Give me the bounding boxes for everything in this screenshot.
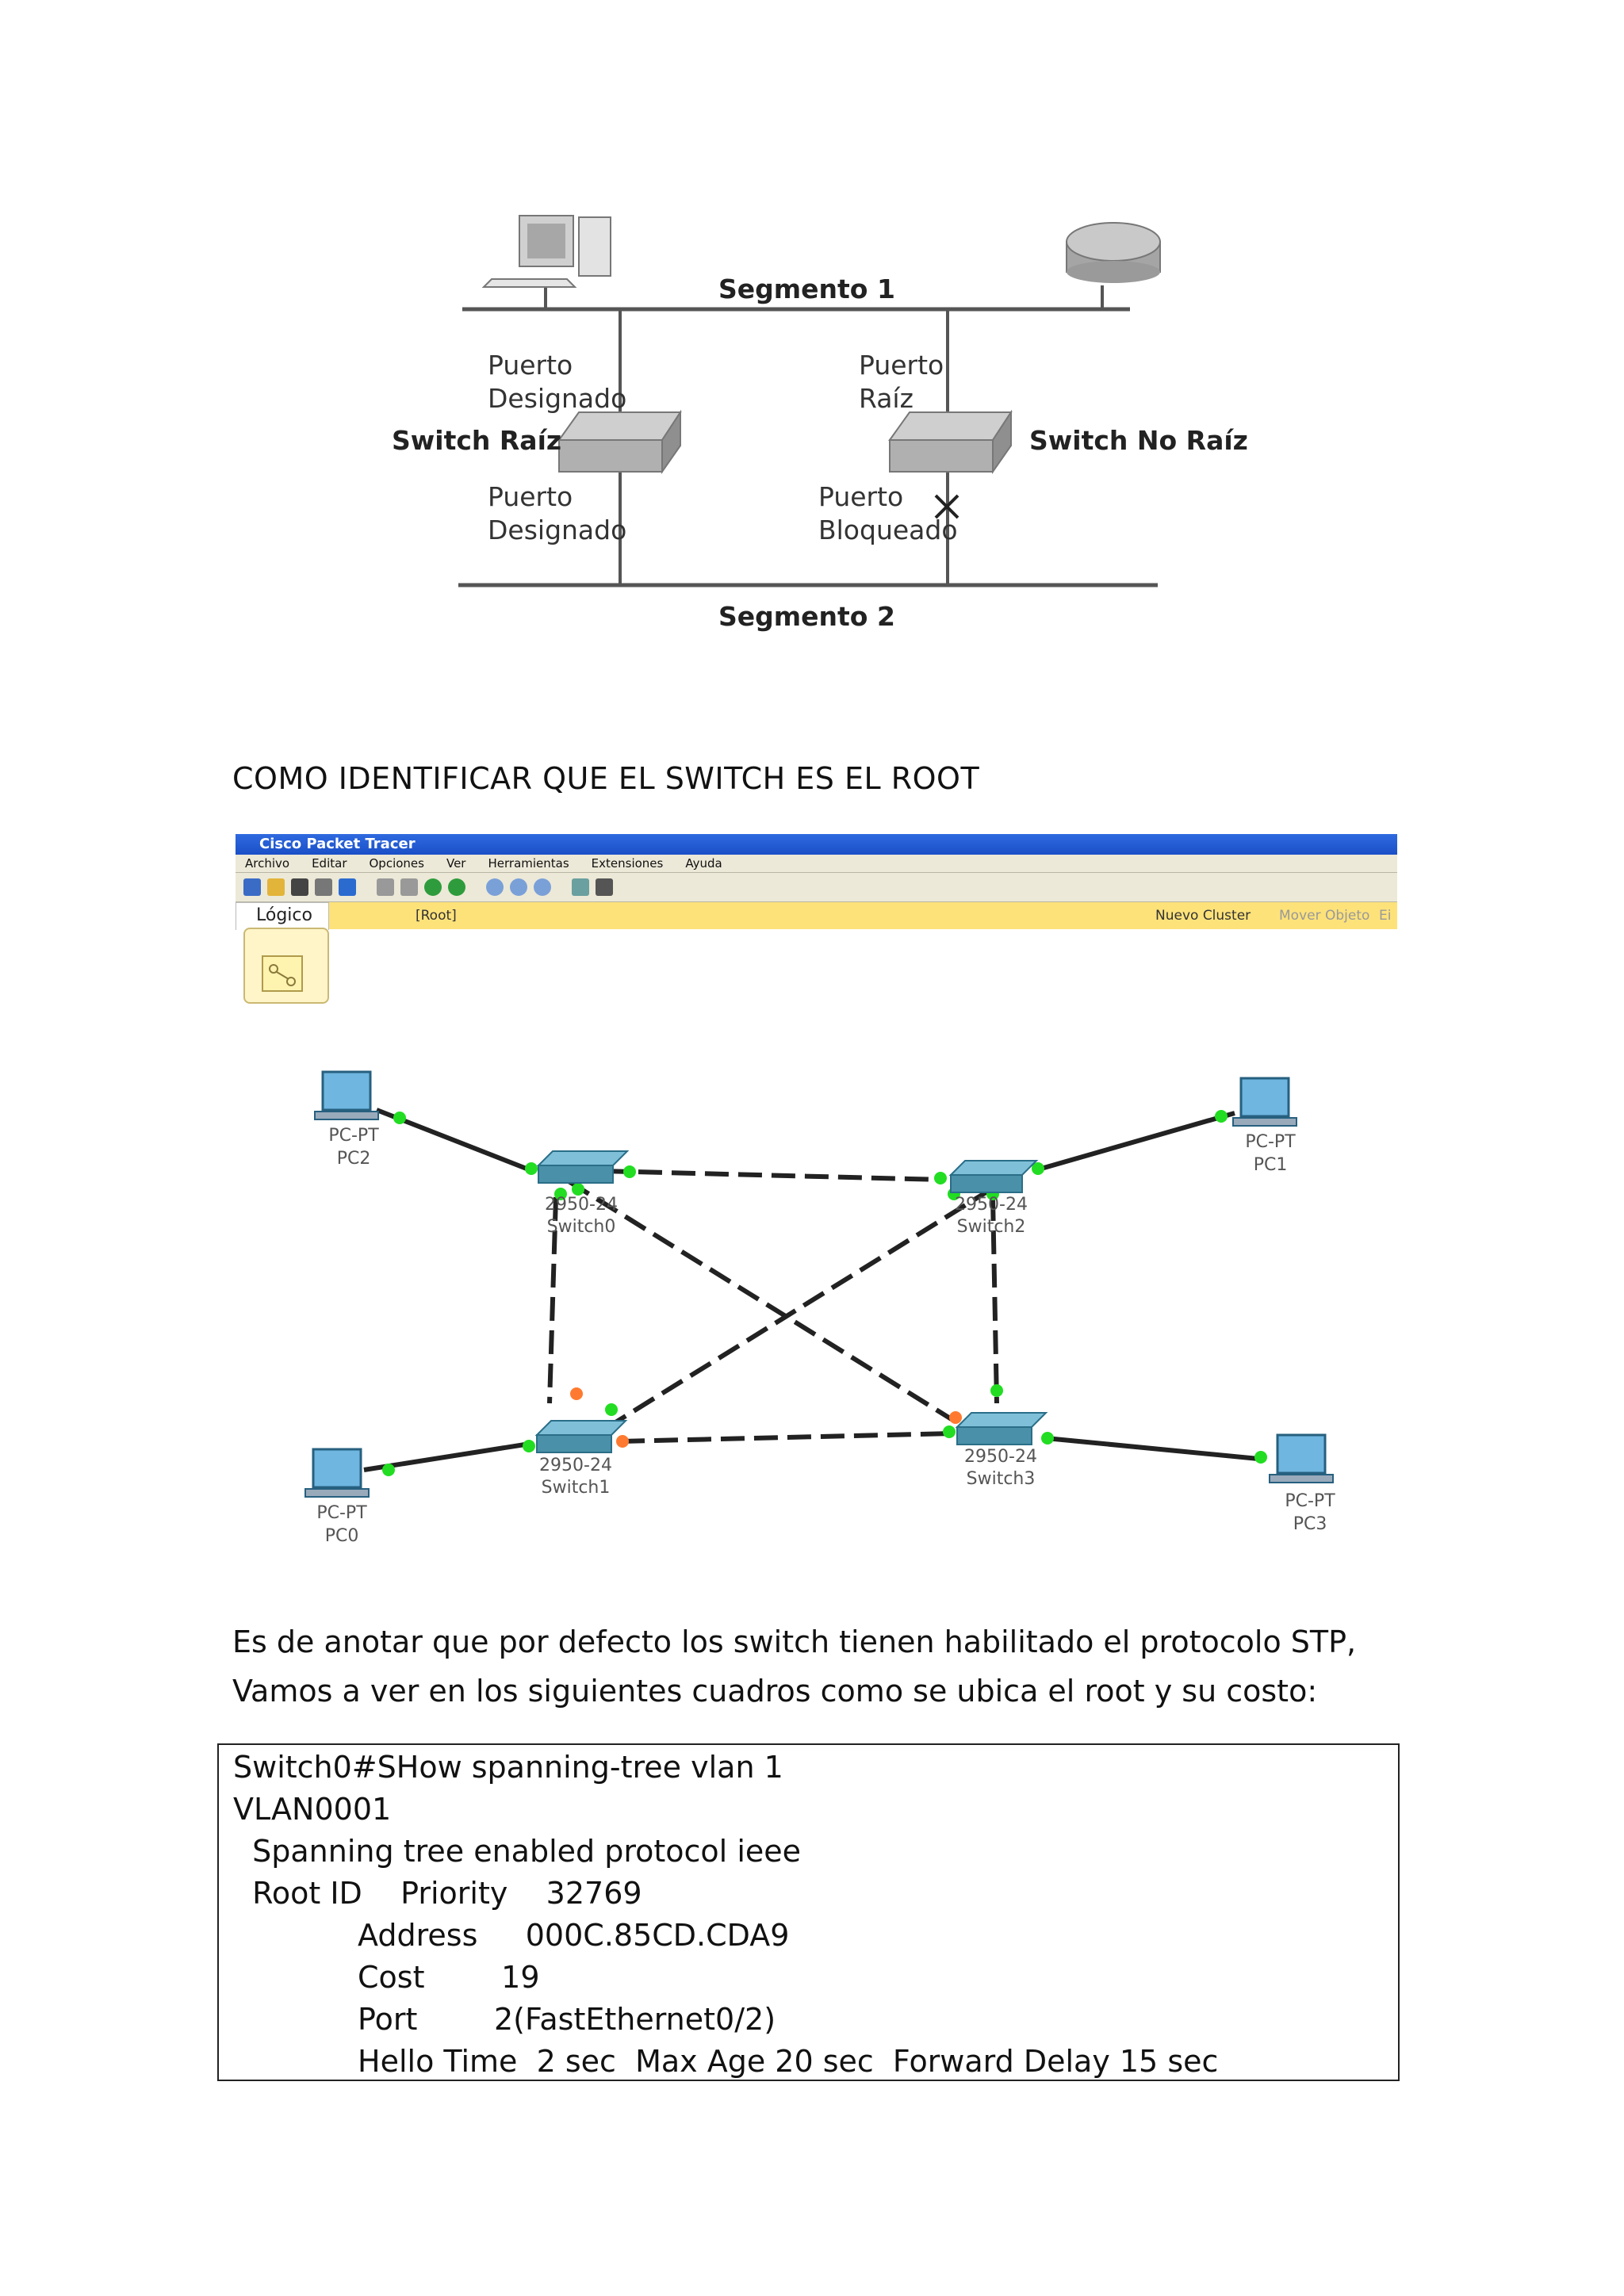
switch1-name-label: Switch1 [542, 1478, 611, 1498]
menu-ver[interactable]: Ver [446, 856, 466, 871]
cli-line: Cost 19 [233, 1960, 540, 1995]
segment-1-label: Segmento 1 [718, 274, 895, 304]
switch0-icon[interactable] [536, 1150, 630, 1184]
custom-device-icon[interactable] [596, 878, 613, 896]
pc2-icon[interactable] [314, 1070, 379, 1120]
packet-tracer-window: Cisco Packet Tracer Archivo Editar Opcio… [236, 834, 1397, 1579]
pc3-name-label: PC3 [1293, 1514, 1327, 1534]
zoom-out-icon[interactable] [534, 878, 551, 896]
body-paragraph: Es de anotar que por defecto los switch … [232, 1624, 1357, 1709]
toolbar [236, 873, 1397, 902]
switch2-icon[interactable] [948, 1160, 1039, 1193]
switch3-icon[interactable] [955, 1412, 1048, 1445]
pc1-type-label: PC-PT [1245, 1132, 1296, 1152]
paste-icon[interactable] [400, 878, 418, 896]
switch2-type-label: 2950-24 [955, 1195, 1028, 1215]
zoom-reset-icon[interactable] [510, 878, 527, 896]
nonroot-switch-icon [888, 409, 1013, 475]
nonroot-bottom-port-label: Puerto Bloqueado [818, 481, 958, 545]
nonroot-switch-label: Switch No Raíz [1029, 425, 1248, 456]
menu-archivo[interactable]: Archivo [245, 856, 290, 871]
switch0-type-label: 2950-24 [545, 1195, 618, 1215]
tab-logico[interactable]: Lógico [256, 905, 312, 925]
topology-canvas: PC-PT PC2 PC-PT PC1 PC-PT PC0 PC-PT PC3 … [304, 1070, 1335, 1546]
pc2-type-label: PC-PT [328, 1126, 379, 1146]
new-cluster-button[interactable]: Nuevo Cluster [1155, 908, 1251, 924]
cli-line: Switch0#SHow spanning-tree vlan 1 [233, 1750, 783, 1785]
pc2-name-label: PC2 [337, 1149, 371, 1169]
stp-diagram: Segmento 1 Segmento 2 Switch Raíz Switch… [0, 0, 1624, 650]
switch3-type-label: 2950-24 [964, 1447, 1037, 1467]
save-icon[interactable] [291, 878, 308, 896]
workspace-bar: Lógico [Root] Nuevo Cluster Mover Objeto… [236, 902, 1397, 930]
cli-line: Address 000C.85CD.CDA9 [233, 1918, 790, 1953]
logical-view-icon[interactable] [243, 928, 329, 1004]
activity-wizard-icon[interactable] [339, 878, 356, 896]
cli-line: Spanning tree enabled protocol ieee [233, 1834, 802, 1869]
nonroot-top-port-label: Puerto Raíz [859, 350, 944, 414]
router-icon [1066, 222, 1161, 283]
cli-output-box: Switch0#SHow spanning-tree vlan 1 VLAN00… [217, 1743, 1400, 2081]
pc-icon [481, 215, 611, 288]
pc0-icon[interactable] [304, 1448, 370, 1498]
pc0-type-label: PC-PT [316, 1503, 367, 1523]
cli-line: VLAN0001 [233, 1792, 392, 1827]
switch3-name-label: Switch3 [967, 1469, 1036, 1489]
menu-opciones[interactable]: Opciones [369, 856, 424, 871]
window-title: Cisco Packet Tracer [236, 834, 1397, 855]
pc0-name-label: PC0 [325, 1526, 359, 1546]
segment-2-label: Segmento 2 [718, 601, 895, 632]
section-heading: COMO IDENTIFICAR QUE EL SWITCH ES EL ROO… [232, 761, 980, 796]
switch0-name-label: Switch0 [547, 1217, 616, 1237]
open-folder-icon[interactable] [267, 878, 285, 896]
root-switch-icon [557, 409, 682, 475]
undo-icon[interactable] [424, 878, 442, 896]
move-object-button[interactable]: Mover Objeto [1279, 908, 1370, 924]
switch1-icon[interactable] [534, 1420, 628, 1453]
switch1-type-label: 2950-24 [539, 1456, 612, 1475]
pc1-icon[interactable] [1232, 1077, 1297, 1127]
cli-line: Hello Time 2 sec Max Age 20 sec Forward … [233, 2044, 1219, 2079]
menu-editar[interactable]: Editar [312, 856, 347, 871]
link-status-dots [382, 1110, 1267, 1476]
switch2-name-label: Switch2 [957, 1217, 1026, 1237]
redo-icon[interactable] [448, 878, 465, 896]
copy-icon[interactable] [377, 878, 394, 896]
cli-line: Port 2(FastEthernet0/2) [233, 2002, 776, 2037]
blocked-port-x-icon [934, 494, 959, 519]
menu-ayuda[interactable]: Ayuda [685, 856, 722, 871]
pc3-type-label: PC-PT [1285, 1491, 1335, 1511]
root-bottom-port-label: Puerto Designado [488, 481, 627, 545]
zoom-in-icon[interactable] [486, 878, 504, 896]
pc1-name-label: PC1 [1254, 1155, 1288, 1175]
root-top-port-label: Puerto Designado [488, 350, 627, 414]
new-file-icon[interactable] [243, 878, 261, 896]
print-icon[interactable] [315, 878, 332, 896]
cli-line: Root ID Priority 32769 [233, 1876, 642, 1911]
menu-bar: Archivo Editar Opciones Ver Herramientas… [236, 855, 1397, 873]
stp-diagram-lines [458, 215, 1161, 587]
palette-icon[interactable] [572, 878, 589, 896]
pc3-icon[interactable] [1269, 1433, 1334, 1483]
menu-extensiones[interactable]: Extensiones [591, 856, 664, 871]
move-object-cut: Ei [1379, 908, 1392, 924]
root-switch-label: Switch Raíz [392, 425, 562, 456]
menu-herramientas[interactable]: Herramientas [488, 856, 569, 871]
path-root[interactable]: [Root] [416, 908, 457, 924]
